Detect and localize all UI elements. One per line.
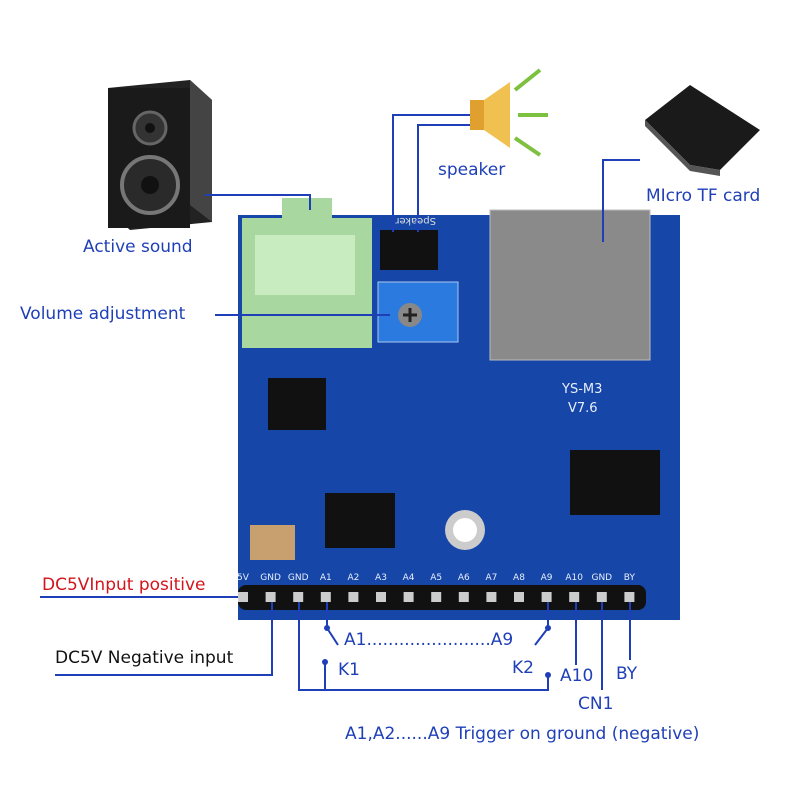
header-pin (569, 592, 580, 602)
active-sound-label: Active sound (83, 237, 193, 257)
pin-label: GND (591, 573, 612, 583)
junction-dots (322, 625, 551, 678)
pin-labels: 5V GND GND A1 A2 A3 A4 A5 A6 A7 A8 A9 A10 GND BY (237, 573, 635, 583)
pin-header (238, 592, 635, 602)
header-pin (293, 592, 304, 602)
header-pin (514, 592, 524, 602)
dc-negative-label: DC5V Negative input (55, 648, 234, 668)
speaker-icon (470, 68, 548, 157)
header-pin (403, 592, 414, 602)
header-pin (624, 592, 635, 602)
header-pin (376, 592, 386, 602)
active-speaker-image (108, 80, 212, 230)
k1-label: K1 (338, 660, 360, 680)
pcb-board (238, 198, 680, 620)
trigger-note: A1,A2......A9 Trigger on ground (negativ… (345, 724, 700, 744)
header-pin (238, 592, 248, 602)
board-model: YS-M3 (561, 382, 602, 397)
pin-label: BY (624, 573, 636, 583)
speaker-label: speaker (438, 160, 506, 180)
a1-a9-label: A1.......................A9 (344, 630, 514, 650)
header-pin (596, 592, 607, 602)
pin-label: A1 (320, 573, 332, 583)
pin-label: 5V (237, 573, 250, 583)
header-pin (486, 592, 497, 602)
pin-label: GND (288, 573, 309, 583)
pin-label: A10 (565, 573, 583, 583)
a10-label: A10 (560, 666, 594, 686)
pin-label: GND (260, 573, 281, 583)
pin-label: A3 (375, 573, 387, 583)
cn1-label: CN1 (578, 694, 614, 714)
header-pin (458, 592, 469, 602)
volume-label: Volume adjustment (20, 304, 186, 324)
pin-label: A5 (430, 573, 442, 583)
tf-card-image (645, 85, 760, 176)
header-pin (320, 592, 331, 602)
pin-label: A8 (513, 573, 525, 583)
header-pin (541, 592, 552, 602)
callout-lines (55, 114, 640, 691)
speaker-silkscreen: Speaker (394, 215, 436, 226)
board-version: V7.6 (568, 401, 598, 416)
pin-label: A9 (541, 573, 553, 583)
pin-label: A6 (458, 573, 470, 583)
dc-positive-label: DC5VInput positive (42, 575, 206, 595)
pin-label: A7 (485, 573, 497, 583)
header-pin (265, 592, 276, 602)
header-pin (431, 592, 442, 602)
k2-label: K2 (512, 658, 534, 678)
pin-label: A2 (347, 573, 359, 583)
pin-label: A4 (403, 573, 415, 583)
header-pin (348, 592, 359, 602)
by-label: BY (616, 664, 638, 684)
tf-card-label: MIcro TF card (646, 186, 761, 206)
